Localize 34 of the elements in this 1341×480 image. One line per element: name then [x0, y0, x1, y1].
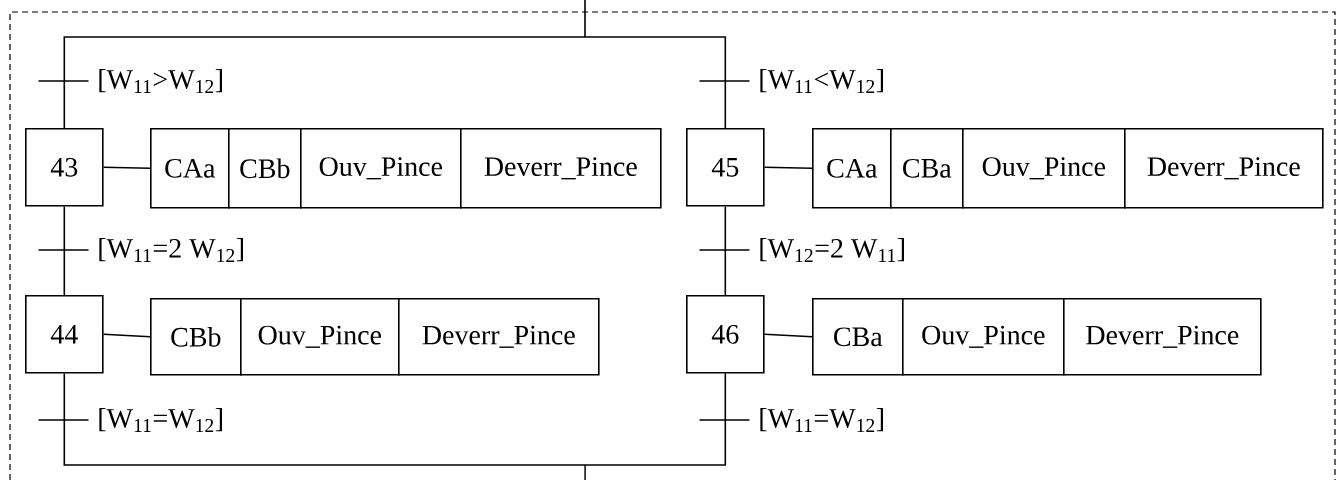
transition-condition: [W$_{11}$=2 W$_{12}$] [99, 238, 243, 262]
action-box: Ouv_Pince [902, 298, 1065, 376]
link-line [763, 333, 813, 338]
action-box: CBa [890, 128, 964, 209]
step-box: 45 [686, 128, 765, 207]
action-box: Deverr_Pince [398, 298, 600, 376]
action-box: CBa [812, 298, 904, 376]
link-line [584, 372, 727, 466]
link-line [584, 464, 586, 480]
link-line [584, 36, 727, 129]
link-line [584, 0, 586, 38]
link-line [102, 333, 151, 338]
link-line [763, 166, 813, 170]
link-line [102, 166, 151, 170]
action-box: Deverr_Pince [460, 128, 662, 209]
link-line [724, 205, 727, 296]
link-line [63, 372, 586, 466]
transition-condition: [W$_{11}$=W$_{12}$] [760, 408, 883, 432]
transition-condition: [W$_{11}$=W$_{12}$] [99, 408, 222, 432]
step-box: 44 [25, 295, 104, 374]
action-box: CAa [150, 128, 230, 209]
step-box: 43 [25, 128, 104, 207]
transition-condition: [W$_{12}$=2 W$_{11}$] [760, 238, 904, 262]
action-box: Deverr_Pince [1063, 298, 1262, 376]
action-box: Deverr_Pince [1124, 128, 1324, 209]
step-box: 46 [686, 295, 765, 374]
transition-condition: [W$_{11}$<W$_{12}$] [760, 69, 883, 93]
transition-condition: [W$_{11}$>W$_{12}$] [99, 69, 222, 93]
action-box: CBb [228, 128, 302, 209]
link-line [63, 205, 66, 296]
action-box: Ouv_Pince [240, 298, 400, 376]
action-box: CBb [150, 298, 242, 376]
link-line [63, 36, 586, 129]
action-box: CAa [812, 128, 892, 209]
